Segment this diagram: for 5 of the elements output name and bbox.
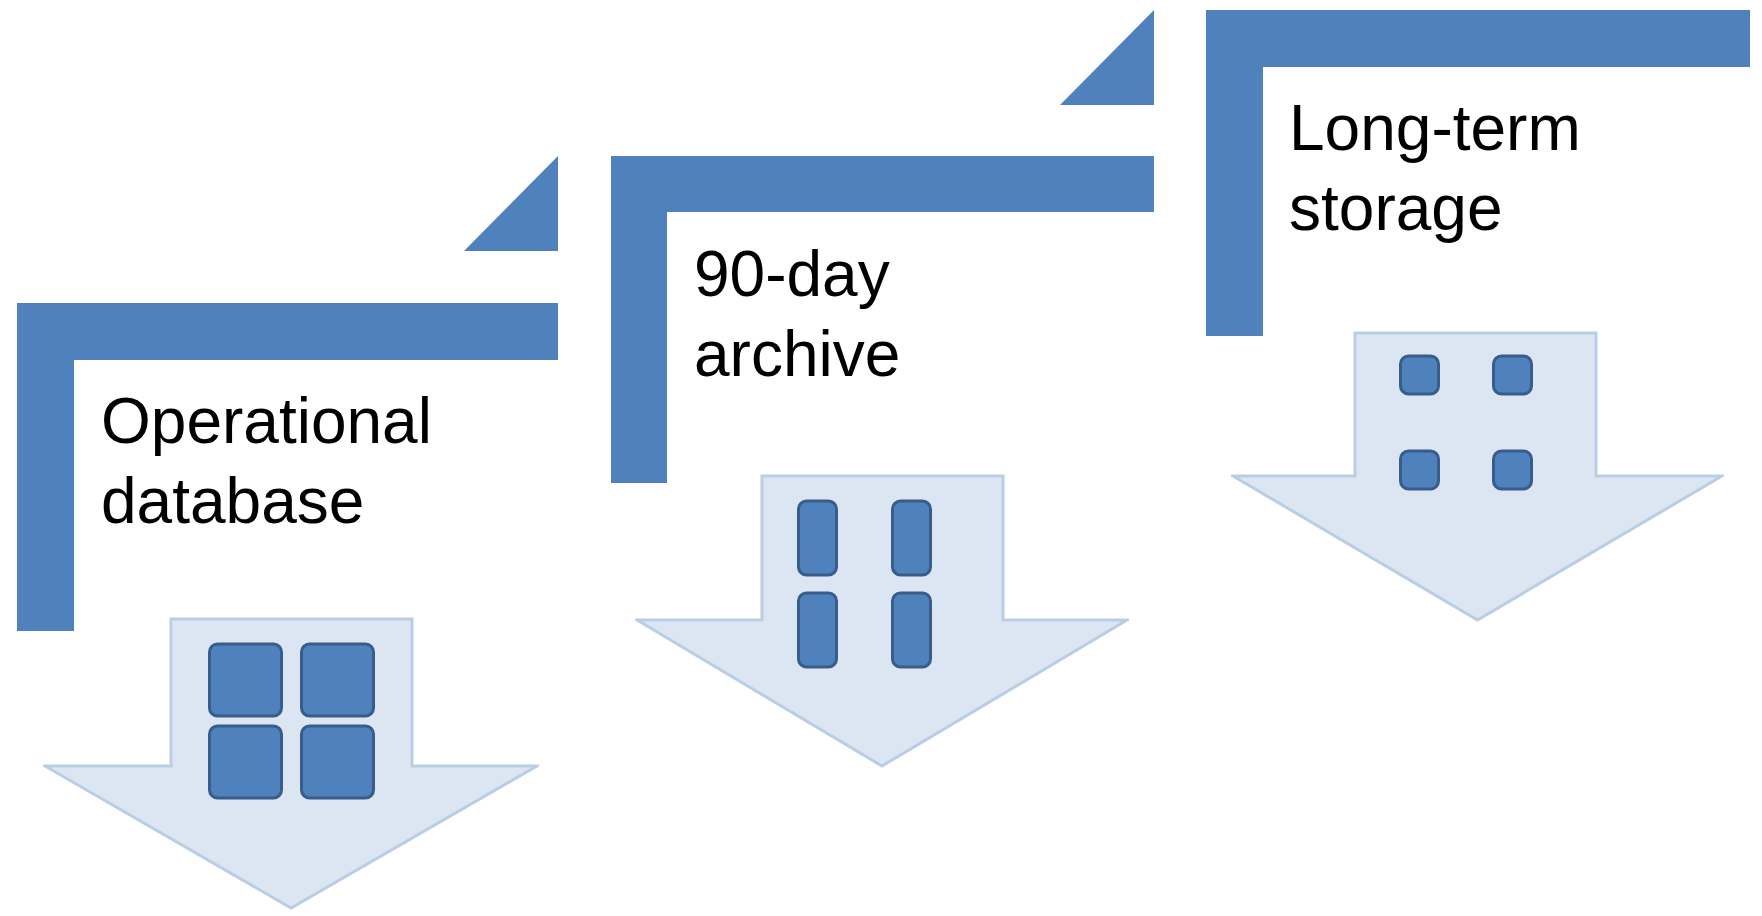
step-label: Operational database [101,384,433,539]
step-label: 90-day archive [694,237,902,392]
step-triangle [1060,10,1154,105]
step-triangle [464,156,558,251]
step-label: Long-term storage [1289,91,1582,246]
